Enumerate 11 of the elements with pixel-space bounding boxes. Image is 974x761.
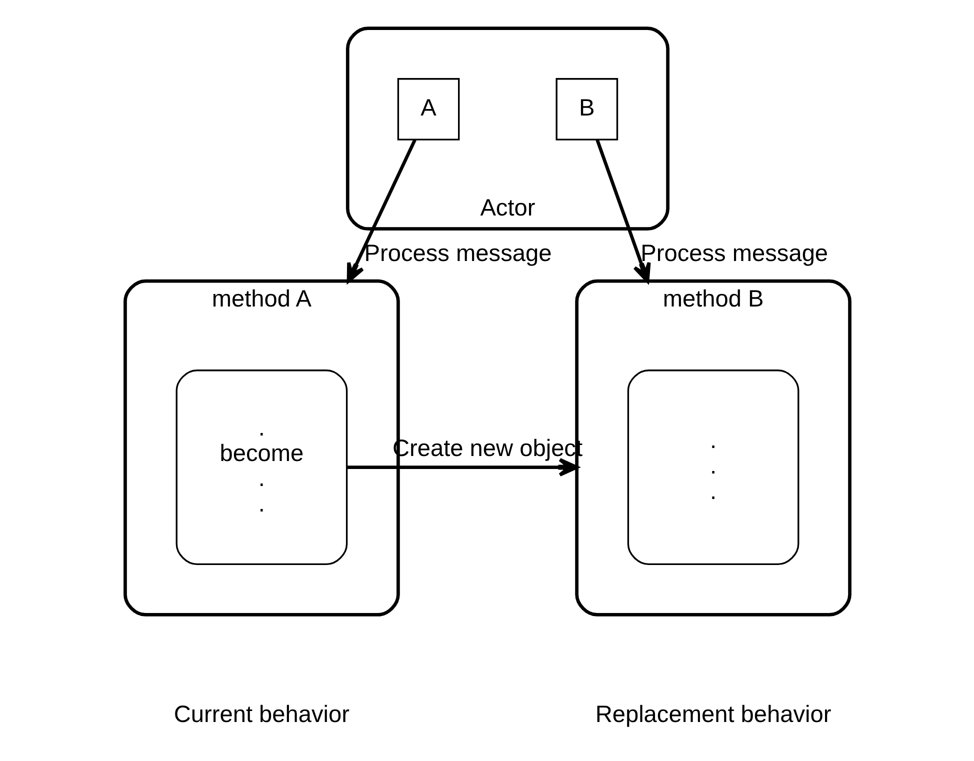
node-box: B [555, 78, 618, 140]
arrow [346, 458, 578, 477]
node-label: Replacement behavior [594, 701, 831, 728]
node-label: Current behavior [173, 701, 350, 728]
arrow [346, 139, 416, 283]
edge-label: Process message [364, 240, 552, 266]
node-box: A [396, 78, 460, 140]
node-box: . . . [626, 370, 799, 565]
edge-label: Process message [640, 240, 828, 266]
node-box: . become . . [175, 370, 348, 565]
arrow [595, 139, 650, 283]
